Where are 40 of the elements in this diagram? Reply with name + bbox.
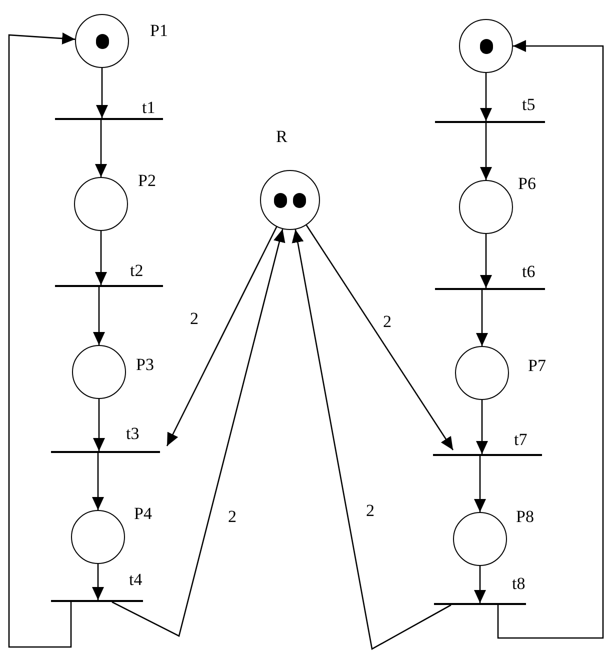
arc-arrow bbox=[93, 399, 105, 451]
arc-arrow bbox=[474, 566, 486, 603]
transition-label: t4 bbox=[129, 571, 142, 588]
arc-weight: 2 bbox=[228, 508, 236, 525]
transition-label: t6 bbox=[522, 263, 536, 280]
transition-label: t3 bbox=[126, 425, 140, 442]
arc-arrow bbox=[166, 226, 278, 446]
arc-weight: 2 bbox=[366, 502, 374, 519]
arc-arrow bbox=[480, 123, 492, 180]
transition-label: t7 bbox=[514, 431, 528, 448]
place-label: P7 bbox=[528, 357, 546, 374]
transition-label: t8 bbox=[512, 575, 526, 592]
place-label: P3 bbox=[136, 356, 154, 373]
arc-arrow bbox=[480, 73, 492, 121]
arc-weight: 2 bbox=[190, 310, 198, 327]
transition-label: t5 bbox=[522, 96, 536, 113]
arc-weight: 2 bbox=[383, 313, 392, 330]
arc-arrow bbox=[8, 32, 76, 648]
arc-arrow bbox=[95, 231, 107, 285]
arc-arrow bbox=[497, 40, 604, 639]
place-label: P8 bbox=[516, 508, 534, 525]
place-label: P1 bbox=[150, 22, 168, 39]
arc-arrow bbox=[476, 290, 488, 346]
place-label: P6 bbox=[518, 175, 536, 192]
arc-arrow bbox=[476, 400, 488, 454]
transition-label: t2 bbox=[130, 262, 144, 279]
arc-arrow bbox=[93, 287, 105, 345]
arc-arrow bbox=[480, 234, 492, 288]
arc-arrow bbox=[474, 456, 486, 512]
arc-arrow bbox=[306, 224, 454, 450]
arc-arrow bbox=[112, 228, 286, 637]
arc-arrow bbox=[292, 229, 452, 650]
transition-label: t1 bbox=[142, 99, 156, 116]
place-label: R bbox=[276, 128, 288, 145]
arc-arrow bbox=[95, 120, 107, 177]
place-label: P2 bbox=[138, 172, 156, 189]
arc-arrow bbox=[92, 453, 104, 510]
arc-arrow bbox=[92, 564, 104, 600]
place-label: P4 bbox=[134, 505, 152, 522]
arc-arrow bbox=[96, 68, 108, 118]
